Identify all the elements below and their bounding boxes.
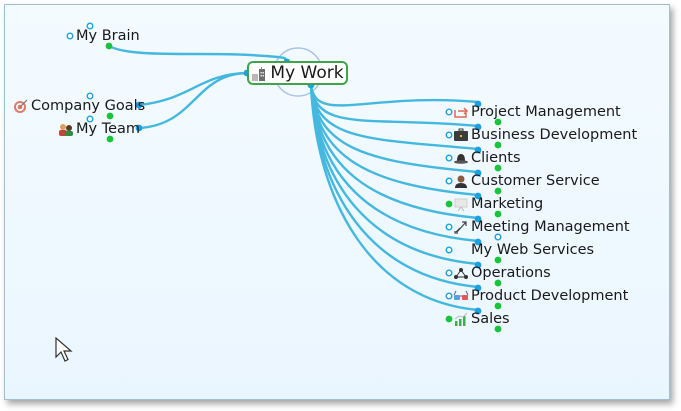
topic-label: My Brain: [76, 28, 140, 44]
add-handle[interactable]: [445, 315, 453, 323]
link-handle[interactable]: [135, 124, 143, 132]
topic-my-web-services[interactable]: My Web Services: [453, 241, 594, 259]
swap-arrows-icon: [453, 220, 469, 234]
export-arrow-icon: [453, 105, 469, 119]
link-my-brain: [108, 44, 288, 64]
add-handle[interactable]: [494, 325, 502, 333]
add-handle[interactable]: [494, 233, 502, 241]
topic-my-brain[interactable]: My Brain: [76, 27, 140, 45]
topic-label: My Web Services: [471, 242, 595, 258]
topic-business-development[interactable]: Business Development: [453, 126, 637, 144]
topic-label: Customer Service: [471, 173, 600, 189]
link-right-0: [309, 84, 479, 107]
topic-marketing[interactable]: Marketing: [453, 195, 543, 213]
add-handle[interactable]: [445, 246, 453, 254]
add-handle[interactable]: [106, 135, 114, 143]
link-handle[interactable]: [474, 238, 482, 246]
topic-label: Clients: [471, 150, 521, 166]
person-icon: [453, 174, 469, 188]
link-my-team: [138, 71, 248, 130]
link-handle[interactable]: [474, 123, 482, 131]
target-icon: [13, 99, 29, 113]
topic-label: Meeting Management: [471, 219, 630, 235]
topic-customer-service[interactable]: Customer Service: [453, 172, 600, 190]
add-handle[interactable]: [66, 32, 74, 40]
add-handle[interactable]: [106, 112, 114, 120]
topic-label: Operations: [471, 265, 551, 281]
team-icon: [58, 122, 74, 136]
topic-label: My Team: [76, 121, 141, 137]
link-handle[interactable]: [474, 261, 482, 269]
topic-project-management[interactable]: Project Management: [453, 103, 621, 121]
add-handle[interactable]: [445, 292, 453, 300]
link-handle[interactable]: [474, 192, 482, 200]
central-topic-my-work[interactable]: My Work: [247, 61, 348, 85]
add-handle[interactable]: [494, 187, 502, 195]
add-handle[interactable]: [445, 200, 453, 208]
link-handle[interactable]: [474, 100, 482, 108]
add-handle[interactable]: [445, 223, 453, 231]
bar-chart-icon: [453, 312, 469, 326]
link-handle[interactable]: [474, 215, 482, 223]
add-handle[interactable]: [445, 108, 453, 116]
topic-company-goals[interactable]: Company Goals: [13, 97, 145, 115]
add-handle[interactable]: [86, 22, 94, 30]
link-handle[interactable]: [135, 101, 143, 109]
no-icon-spacer: [453, 243, 469, 257]
topic-product-development[interactable]: Product Development: [453, 287, 628, 305]
add-handle[interactable]: [445, 131, 453, 139]
link-handle[interactable]: [474, 284, 482, 292]
add-handle[interactable]: [494, 164, 502, 172]
topic-label: Company Goals: [31, 98, 146, 114]
add-handle[interactable]: [105, 42, 113, 50]
add-handle[interactable]: [494, 302, 502, 310]
topic-meeting-management[interactable]: Meeting Management: [453, 218, 630, 236]
topic-label: Sales: [471, 311, 510, 327]
topic-sales[interactable]: Sales: [453, 310, 510, 328]
topic-clients[interactable]: Clients: [453, 149, 521, 167]
link-handle[interactable]: [474, 146, 482, 154]
topic-label: Business Development: [471, 127, 638, 143]
glasses-icon: [453, 289, 469, 303]
topic-label: Product Development: [471, 288, 629, 304]
add-handle[interactable]: [494, 141, 502, 149]
presentation-board-icon: [453, 197, 469, 212]
add-handle[interactable]: [445, 269, 453, 277]
link-handle[interactable]: [474, 169, 482, 177]
central-topic-label: My Work: [270, 63, 344, 83]
mouse-cursor-icon: [55, 337, 73, 362]
add-handle[interactable]: [445, 154, 453, 162]
topic-my-team[interactable]: My Team: [58, 120, 140, 138]
link-handle[interactable]: [474, 307, 482, 315]
add-handle[interactable]: [494, 118, 502, 126]
add-handle[interactable]: [86, 115, 94, 123]
add-handle[interactable]: [494, 210, 502, 218]
bowler-hat-icon: [453, 151, 469, 165]
network-icon: [453, 266, 469, 280]
add-handle[interactable]: [86, 92, 94, 100]
add-handle[interactable]: [494, 279, 502, 287]
topic-label: Marketing: [471, 196, 544, 212]
office-building-icon: [251, 66, 267, 81]
topic-label: Project Management: [471, 104, 621, 120]
briefcase-icon: [453, 128, 469, 142]
topic-operations[interactable]: Operations: [453, 264, 551, 282]
link-right-9: [309, 84, 479, 312]
add-handle[interactable]: [494, 256, 502, 264]
add-handle[interactable]: [445, 177, 453, 185]
